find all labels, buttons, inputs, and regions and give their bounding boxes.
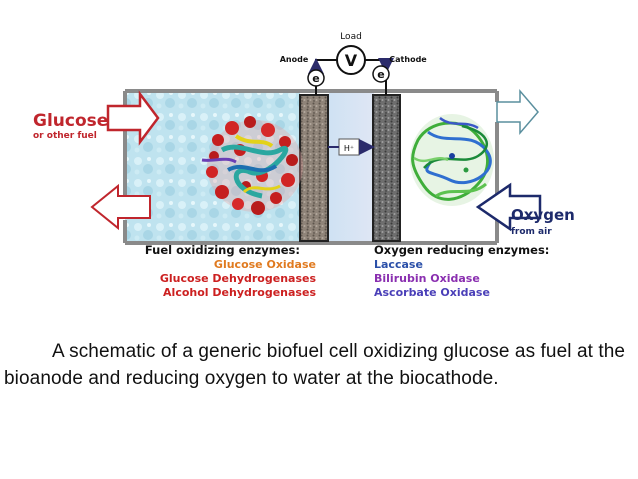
- figure-caption: A schematic of a generic biofuel cell ox…: [4, 341, 626, 389]
- glucose-label: Glucose: [33, 111, 108, 131]
- glucose-in-arrow: [106, 90, 160, 146]
- membrane: [329, 91, 374, 243]
- anode-out-arrow: [90, 183, 151, 231]
- glucose-sublabel: or other fuel: [33, 131, 97, 141]
- anode-label: Anode: [280, 55, 309, 64]
- cathode-electron-symbol: e: [377, 68, 384, 81]
- fuel-enzyme-glucose-dehydrogenases: Glucose Dehydrogenases: [160, 272, 317, 285]
- voltmeter-symbol: V: [345, 51, 358, 70]
- anode-electron: [307, 69, 325, 87]
- fuel-enzymes-heading: Fuel oxidizing enzymes:: [145, 243, 300, 257]
- fuel-enzyme-structure: [201, 116, 303, 215]
- biofuel-cell-diagram: V Load Anode Cathode e e H⁺ Glucose or o…: [33, 32, 575, 299]
- oxygen-sublabel: from air: [511, 227, 552, 237]
- oxygen-enzymes-heading: Oxygen reducing enzymes:: [374, 243, 549, 257]
- anode-electrode: [299, 94, 329, 242]
- cathode-electron: [372, 65, 390, 83]
- cathode-electrode: [372, 94, 401, 242]
- voltmeter: [336, 45, 366, 75]
- oxygen-in-arrow: [475, 182, 542, 232]
- cathode-label: Cathode: [389, 55, 427, 64]
- load-label: Load: [340, 32, 362, 42]
- fuel-enzyme-glucose-oxidase: Glucose Oxidase: [214, 258, 316, 271]
- oxygen-enzyme-bilirubin-oxidase: Bilirubin Oxidase: [374, 272, 480, 285]
- proton-label: H⁺: [344, 144, 354, 153]
- anode-electron-symbol: e: [312, 72, 319, 85]
- water-out-arrow: [496, 88, 539, 136]
- oxygen-enzyme-structure: [410, 114, 494, 206]
- oxygen-label: Oxygen: [511, 206, 575, 224]
- oxygen-enzyme-ascorbate-oxidase: Ascorbate Oxidase: [374, 286, 490, 299]
- fuel-enzyme-alcohol-dehydrogenases: Alcohol Dehydrogenases: [163, 286, 316, 299]
- oxygen-enzyme-laccase: Laccase: [374, 258, 423, 271]
- cell-outline: [123, 89, 499, 245]
